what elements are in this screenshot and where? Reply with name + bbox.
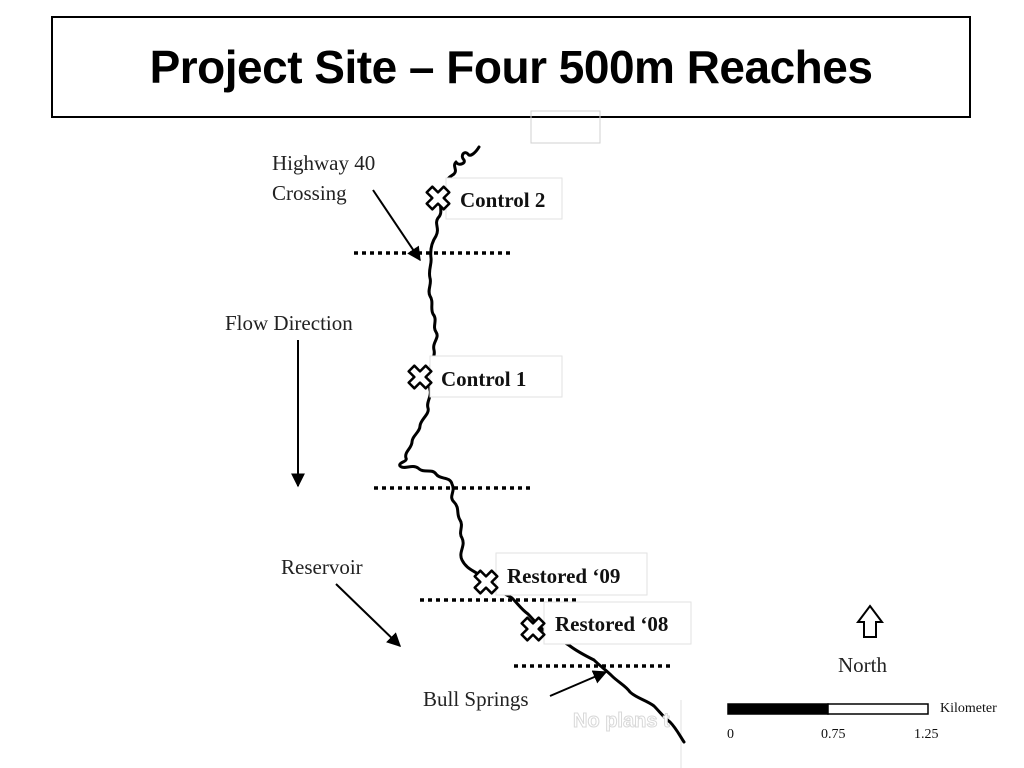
scale-bar [727,703,929,715]
bull-springs-arrow [549,670,608,697]
reservoir-label: Reservoir [281,555,363,579]
faint-overlay-text: No plans t [573,710,670,732]
site-box-control-1 [429,355,563,398]
scale-tick-125: 1.25 [914,727,939,742]
cross-marker-icon [407,364,433,390]
site-box-control-2 [445,177,563,220]
cross-marker-icon [520,616,546,642]
scale-tick-0: 0 [727,727,734,742]
site-label-control-1: Control 1 [441,367,526,391]
site-label-restored-08: Restored ‘08 [555,612,668,636]
reservoir-arrow [335,583,402,647]
site-box-restored-09 [495,552,648,596]
highway-label-line2: Crossing [272,181,347,205]
bull-springs-label: Bull Springs [423,687,529,711]
title-box: Project Site – Four 500m Reaches [51,16,971,118]
scale-unit-label: Kilometer [940,701,997,716]
site-label-control-2: Control 2 [460,188,545,212]
site-label-restored-09: Restored ‘09 [507,564,620,588]
faint-frame [530,110,601,144]
north-arrow-icon [856,604,884,638]
flow-direction-label: Flow Direction [225,311,353,335]
cross-marker-icon [473,569,499,595]
highway-arrow [372,189,421,262]
river-line [398,145,686,744]
cross-marker-icon [425,185,451,211]
highway-label-line1: Highway 40 [272,151,375,175]
site-box-restored-08 [543,601,692,645]
north-label: North [838,653,887,677]
page-title: Project Site – Four 500m Reaches [149,41,873,93]
scale-tick-075: 0.75 [821,727,846,742]
